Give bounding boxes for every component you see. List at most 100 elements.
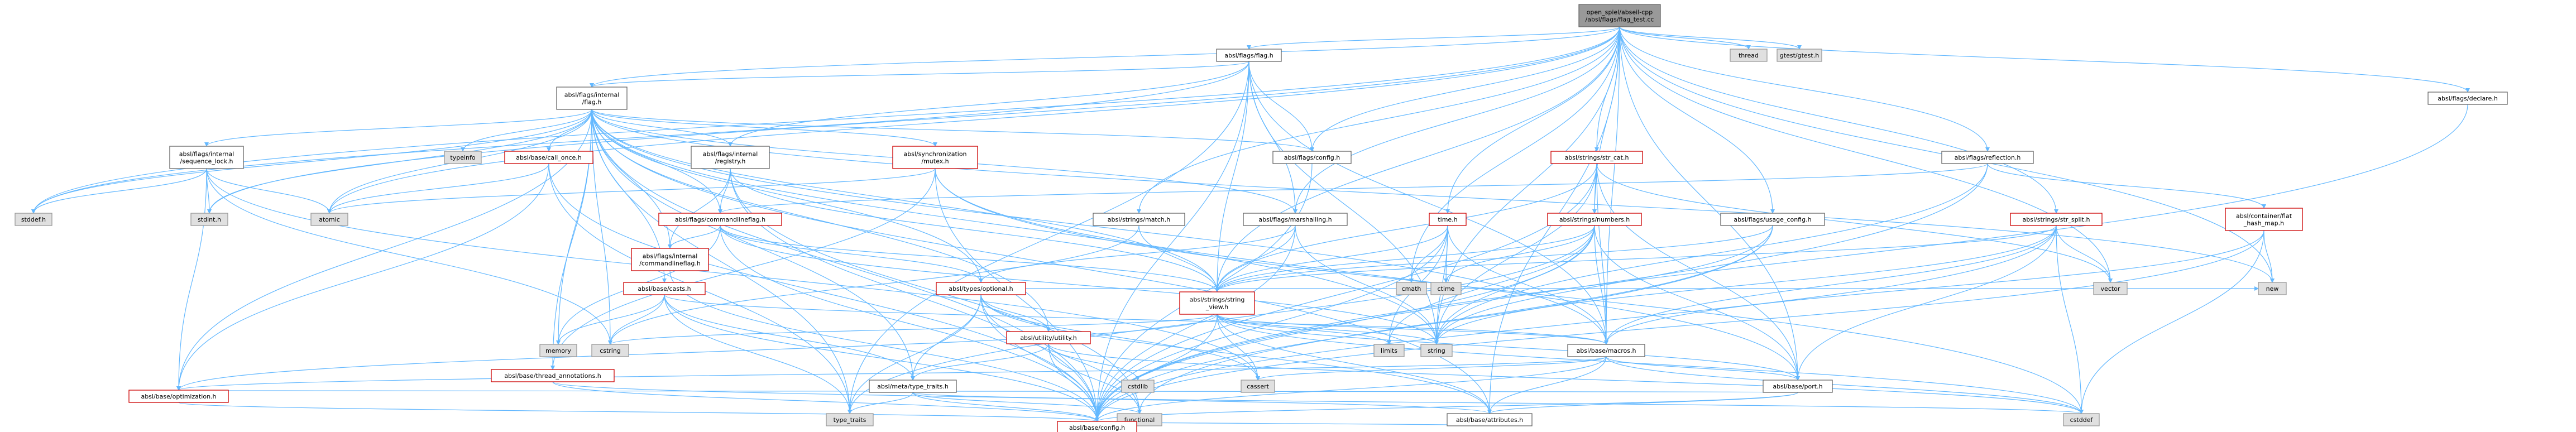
node-label: absl/flags/internal <box>179 151 234 158</box>
node-port-h[interactable]: absl/base/port.h <box>1763 380 1833 393</box>
node-typeinfo: typeinfo <box>444 151 482 164</box>
node-str-split-h[interactable]: absl/strings/str_split.h <box>2010 213 2103 226</box>
node-optional-h[interactable]: absl/types/optional.h <box>936 282 1026 295</box>
node-internal-commandlineflag-h[interactable]: absl/flags/internal/commandlineflag.h <box>631 248 709 271</box>
edge-marshalling_h-to-optional_h <box>979 225 1296 283</box>
edge-optional_h-to-type_traits <box>848 294 981 414</box>
node-label: /commandlineflag.h <box>639 260 701 267</box>
node-cstdlib: cstdlib <box>1121 380 1155 393</box>
node-label: absl/strings/numbers.h <box>1559 216 1630 223</box>
node-seq-lock-h[interactable]: absl/flags/internal/sequence_lock.h <box>169 146 244 169</box>
node-commandlineflag-h[interactable]: absl/flags/commandlineflag.h <box>658 213 782 226</box>
edge-numbers_h-to-string_view_h <box>1215 225 1595 292</box>
node-box <box>1550 151 1643 164</box>
edge-str_split_h-to-vector <box>2056 225 2113 283</box>
edge-commandlineflag_h-to-string_view_h <box>720 225 1219 292</box>
node-declare-h[interactable]: absl/flags/declare.h <box>2427 92 2508 105</box>
edge-flag_h-to-base_config_h <box>1095 61 1249 422</box>
node-box <box>504 151 593 164</box>
node-casts-h[interactable]: absl/base/casts.h <box>623 282 706 295</box>
node-macros-h[interactable]: absl/base/macros.h <box>1567 344 1645 357</box>
node-flag-h[interactable]: absl/flags/flag.h <box>1216 49 1282 62</box>
node-vector: vector <box>2093 282 2128 295</box>
node-memory: memory <box>539 344 577 357</box>
edge-mutex_h-to-atomic <box>327 168 936 214</box>
node-box <box>1730 49 1768 62</box>
node-box <box>1547 213 1642 226</box>
edge-string_view_h-to-port_h <box>1217 314 1800 381</box>
node-atomic: atomic <box>310 213 348 226</box>
node-label: absl/flags/declare.h <box>2438 95 2497 102</box>
node-label: absl/flags/internal <box>703 151 758 158</box>
edge-flag_h-to-macros_h <box>1248 61 1608 345</box>
node-call-once-h[interactable]: absl/base/call_once.h <box>504 151 593 164</box>
node-optimization-h[interactable]: absl/base/optimization.h <box>128 390 229 403</box>
node-str-cat-h[interactable]: absl/strings/str_cat.h <box>1550 151 1643 164</box>
node-cstddef: cstddef <box>2063 413 2100 426</box>
node-flat-hash-map-h[interactable]: absl/container/flat_hash_map.h <box>2225 208 2303 231</box>
node-label: absl/base/optimization.h <box>141 393 216 400</box>
node-label: absl/flags/marshalling.h <box>1258 216 1332 223</box>
edge-marshalling_h-to-base_config_h <box>1095 225 1296 422</box>
node-match-h[interactable]: absl/strings/match.h <box>1093 213 1185 226</box>
node-label: gtest/gtest.h <box>1780 52 1819 59</box>
edge-internal_flag_h-to-stdint_h <box>207 109 592 214</box>
node-label: atomic <box>319 216 340 223</box>
node-base-config-h[interactable]: absl/base/config.h <box>1057 421 1137 432</box>
node-box <box>491 369 615 382</box>
edge-time_h-to-cmath <box>1409 225 1448 283</box>
edge-registry_h-to-internal_commandlineflag_h <box>668 168 731 249</box>
node-reflection-h[interactable]: absl/flags/reflection.h <box>1941 151 2034 164</box>
node-new: new <box>2258 282 2287 295</box>
node-internal-flag-h[interactable]: absl/flags/internal/flag.h <box>556 87 628 110</box>
edge-root-to-time_h <box>1445 26 1620 214</box>
node-label: absl/base/macros.h <box>1577 347 1636 354</box>
edge-macros_h-to-optimization_h <box>176 356 1607 391</box>
node-box <box>1429 213 1467 226</box>
node-label: cassert <box>1247 383 1270 390</box>
edge-match_h-to-cstring <box>608 225 1139 345</box>
node-label: absl/flags/commandlineflag.h <box>675 216 765 223</box>
edge-commandlineflag_h-to-optional_h <box>720 225 983 283</box>
edge-port_h-to-attributes_h <box>1487 392 1798 414</box>
edge-seq_lock_h-to-cstring <box>206 168 612 345</box>
edge-commandlineflag_h-to-internal_commandlineflag_h <box>668 225 721 249</box>
node-registry-h[interactable]: absl/flags/internal/registry.h <box>691 146 770 169</box>
node-flags-config-h[interactable]: absl/flags/config.h <box>1272 151 1352 164</box>
edge-string_view_h-to-string <box>1217 314 1439 345</box>
node-box <box>2427 92 2508 105</box>
node-usage-config-h[interactable]: absl/flags/usage_config.h <box>1720 213 1825 226</box>
node-stdint-h: stdint.h <box>190 213 228 226</box>
edge-root-to-stdint_h <box>207 26 1620 214</box>
node-mutex-h[interactable]: absl/synchronization/mutex.h <box>892 146 978 169</box>
edge-type_traits_h-to-functional <box>912 392 1142 414</box>
node-attributes-h[interactable]: absl/base/attributes.h <box>1447 413 1533 426</box>
node-type-traits-h[interactable]: absl/meta/type_traits.h <box>869 380 957 393</box>
node-label: cstddef <box>2070 416 2094 424</box>
node-label: absl/base/call_once.h <box>516 154 582 161</box>
node-time-h[interactable]: time.h <box>1429 213 1467 226</box>
edge-flag_h-to-registry_h <box>728 61 1249 147</box>
edge-internal_flag_h-to-base_config_h <box>591 109 1099 422</box>
node-thread: thread <box>1730 49 1768 62</box>
node-box <box>936 282 1026 295</box>
edge-str_split_h-to-string <box>1434 225 2057 345</box>
edge-mutex_h-to-cstddef <box>935 168 2084 414</box>
node-box <box>1763 380 1833 393</box>
edge-root-to-flag_h <box>1247 26 1620 50</box>
node-utility-h[interactable]: absl/utility/utility.h <box>1006 331 1091 344</box>
edge-internal_flag_h-to-macros_h <box>591 109 1608 345</box>
node-box <box>128 390 229 403</box>
node-thread-annotations-h[interactable]: absl/base/thread_annotations.h <box>491 369 615 382</box>
edge-str_cat_h-to-macros_h <box>1596 163 1608 345</box>
edge-internal_flag_h-to-type_traits_h <box>591 109 915 381</box>
node-cassert: cassert <box>1241 380 1275 393</box>
node-box <box>539 344 577 357</box>
node-string-view-h[interactable]: absl/strings/string_view.h <box>1179 291 1255 315</box>
node-box <box>2093 282 2128 295</box>
node-marshalling-h[interactable]: absl/flags/marshalling.h <box>1243 213 1348 226</box>
node-root[interactable]: open_spiel/abseil-cpp/absl/flags/flag_te… <box>1578 4 1661 27</box>
node-numbers-h[interactable]: absl/strings/numbers.h <box>1547 213 1642 226</box>
node-box <box>631 248 709 271</box>
edge-macros_h-to-base_config_h <box>1095 356 1607 422</box>
